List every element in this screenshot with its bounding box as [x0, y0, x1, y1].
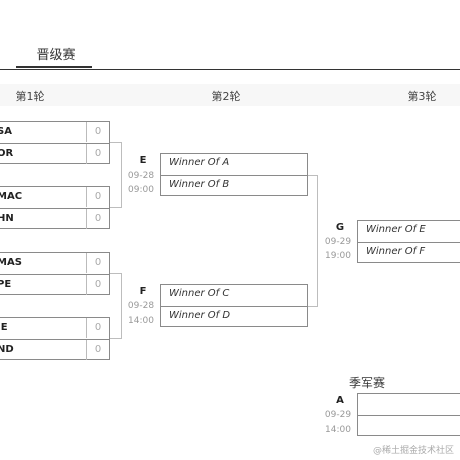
team-name: MAC [0, 191, 23, 202]
team-row[interactable] [358, 415, 460, 436]
team-row[interactable]: Winner Of B [161, 175, 307, 196]
score-cell: 0 [86, 209, 109, 229]
team-row[interactable]: HN 0 [0, 208, 109, 229]
team-row[interactable]: OR 0 [0, 143, 109, 164]
tab-active-indicator [16, 66, 92, 68]
score-cell: 0 [86, 340, 109, 360]
score-cell: 0 [86, 275, 109, 295]
team-name: OR [0, 148, 14, 159]
match-box-f[interactable]: Winner Of C Winner Of D [160, 284, 308, 327]
team-row[interactable]: MAS 0 [0, 253, 109, 274]
match-date: 09-28 [127, 171, 155, 181]
winner-placeholder: Winner Of F [366, 246, 426, 257]
winner-placeholder: Winner Of C [169, 288, 230, 299]
match-box-r1-d[interactable]: IE 0 ND 0 [0, 317, 110, 360]
match-box-e[interactable]: Winner Of A Winner Of B [160, 153, 308, 196]
team-name: MAS [0, 257, 22, 268]
team-name: ND [0, 344, 14, 355]
winner-placeholder: Winner Of A [169, 157, 230, 168]
match-box-r1-a[interactable]: SA 0 OR 0 [0, 121, 110, 164]
match-id-f: F [139, 286, 147, 297]
team-name: SA [0, 126, 12, 137]
team-row[interactable]: Winner Of F [358, 242, 460, 263]
team-row[interactable]: Winner Of C [161, 285, 307, 306]
match-time: 14:00 [128, 316, 154, 326]
winner-placeholder: Winner Of D [169, 310, 231, 321]
match-id-third: A [336, 395, 344, 406]
team-row[interactable]: SA 0 [0, 122, 109, 143]
connector [121, 273, 122, 339]
tab-divider [0, 69, 460, 70]
connector [308, 175, 318, 176]
round-2-label: 第2轮 [211, 90, 241, 103]
score-cell: 0 [86, 253, 109, 273]
team-name: PE [0, 279, 12, 290]
match-date: 09-29 [324, 410, 352, 420]
team-row[interactable]: ND 0 [0, 339, 109, 360]
match-time: 19:00 [325, 251, 351, 261]
watermark: @稀土掘金技术社区 [372, 446, 454, 456]
winner-placeholder: Winner Of E [366, 224, 426, 235]
score-cell: 0 [86, 318, 109, 338]
connector [110, 142, 122, 143]
team-name: IE [0, 322, 8, 333]
connector [317, 175, 318, 307]
match-box-r1-b[interactable]: MAC 0 HN 0 [0, 186, 110, 229]
team-row[interactable]: MAC 0 [0, 187, 109, 208]
connector [110, 273, 122, 274]
round-3-label: 第3轮 [407, 90, 437, 103]
tab-promotion[interactable]: 晋级赛 [36, 48, 76, 63]
match-date: 09-29 [324, 237, 352, 247]
team-row[interactable]: Winner Of E [358, 221, 460, 242]
team-row[interactable]: Winner Of A [161, 154, 307, 175]
match-id-e: E [139, 155, 147, 166]
match-time: 14:00 [325, 425, 351, 435]
score-cell: 0 [86, 144, 109, 164]
round-1-label: 第1轮 [15, 90, 45, 103]
team-row[interactable]: PE 0 [0, 274, 109, 295]
third-place-title: 季军赛 [348, 376, 385, 390]
match-time: 09:00 [128, 185, 154, 195]
team-name: HN [0, 213, 14, 224]
match-box-third[interactable] [357, 393, 460, 436]
connector [308, 306, 318, 307]
match-box-r1-c[interactable]: MAS 0 PE 0 [0, 252, 110, 295]
match-id-g: G [335, 222, 345, 233]
score-cell: 0 [86, 122, 109, 142]
match-box-g[interactable]: Winner Of E Winner Of F [357, 220, 460, 263]
score-cell: 0 [86, 187, 109, 207]
connector [110, 207, 122, 208]
connector [110, 338, 122, 339]
team-row[interactable]: IE 0 [0, 318, 109, 339]
connector [121, 142, 122, 208]
match-date: 09-28 [127, 301, 155, 311]
round-header-bar [0, 84, 460, 106]
team-row[interactable] [358, 394, 460, 415]
team-row[interactable]: Winner Of D [161, 306, 307, 327]
winner-placeholder: Winner Of B [169, 179, 230, 190]
